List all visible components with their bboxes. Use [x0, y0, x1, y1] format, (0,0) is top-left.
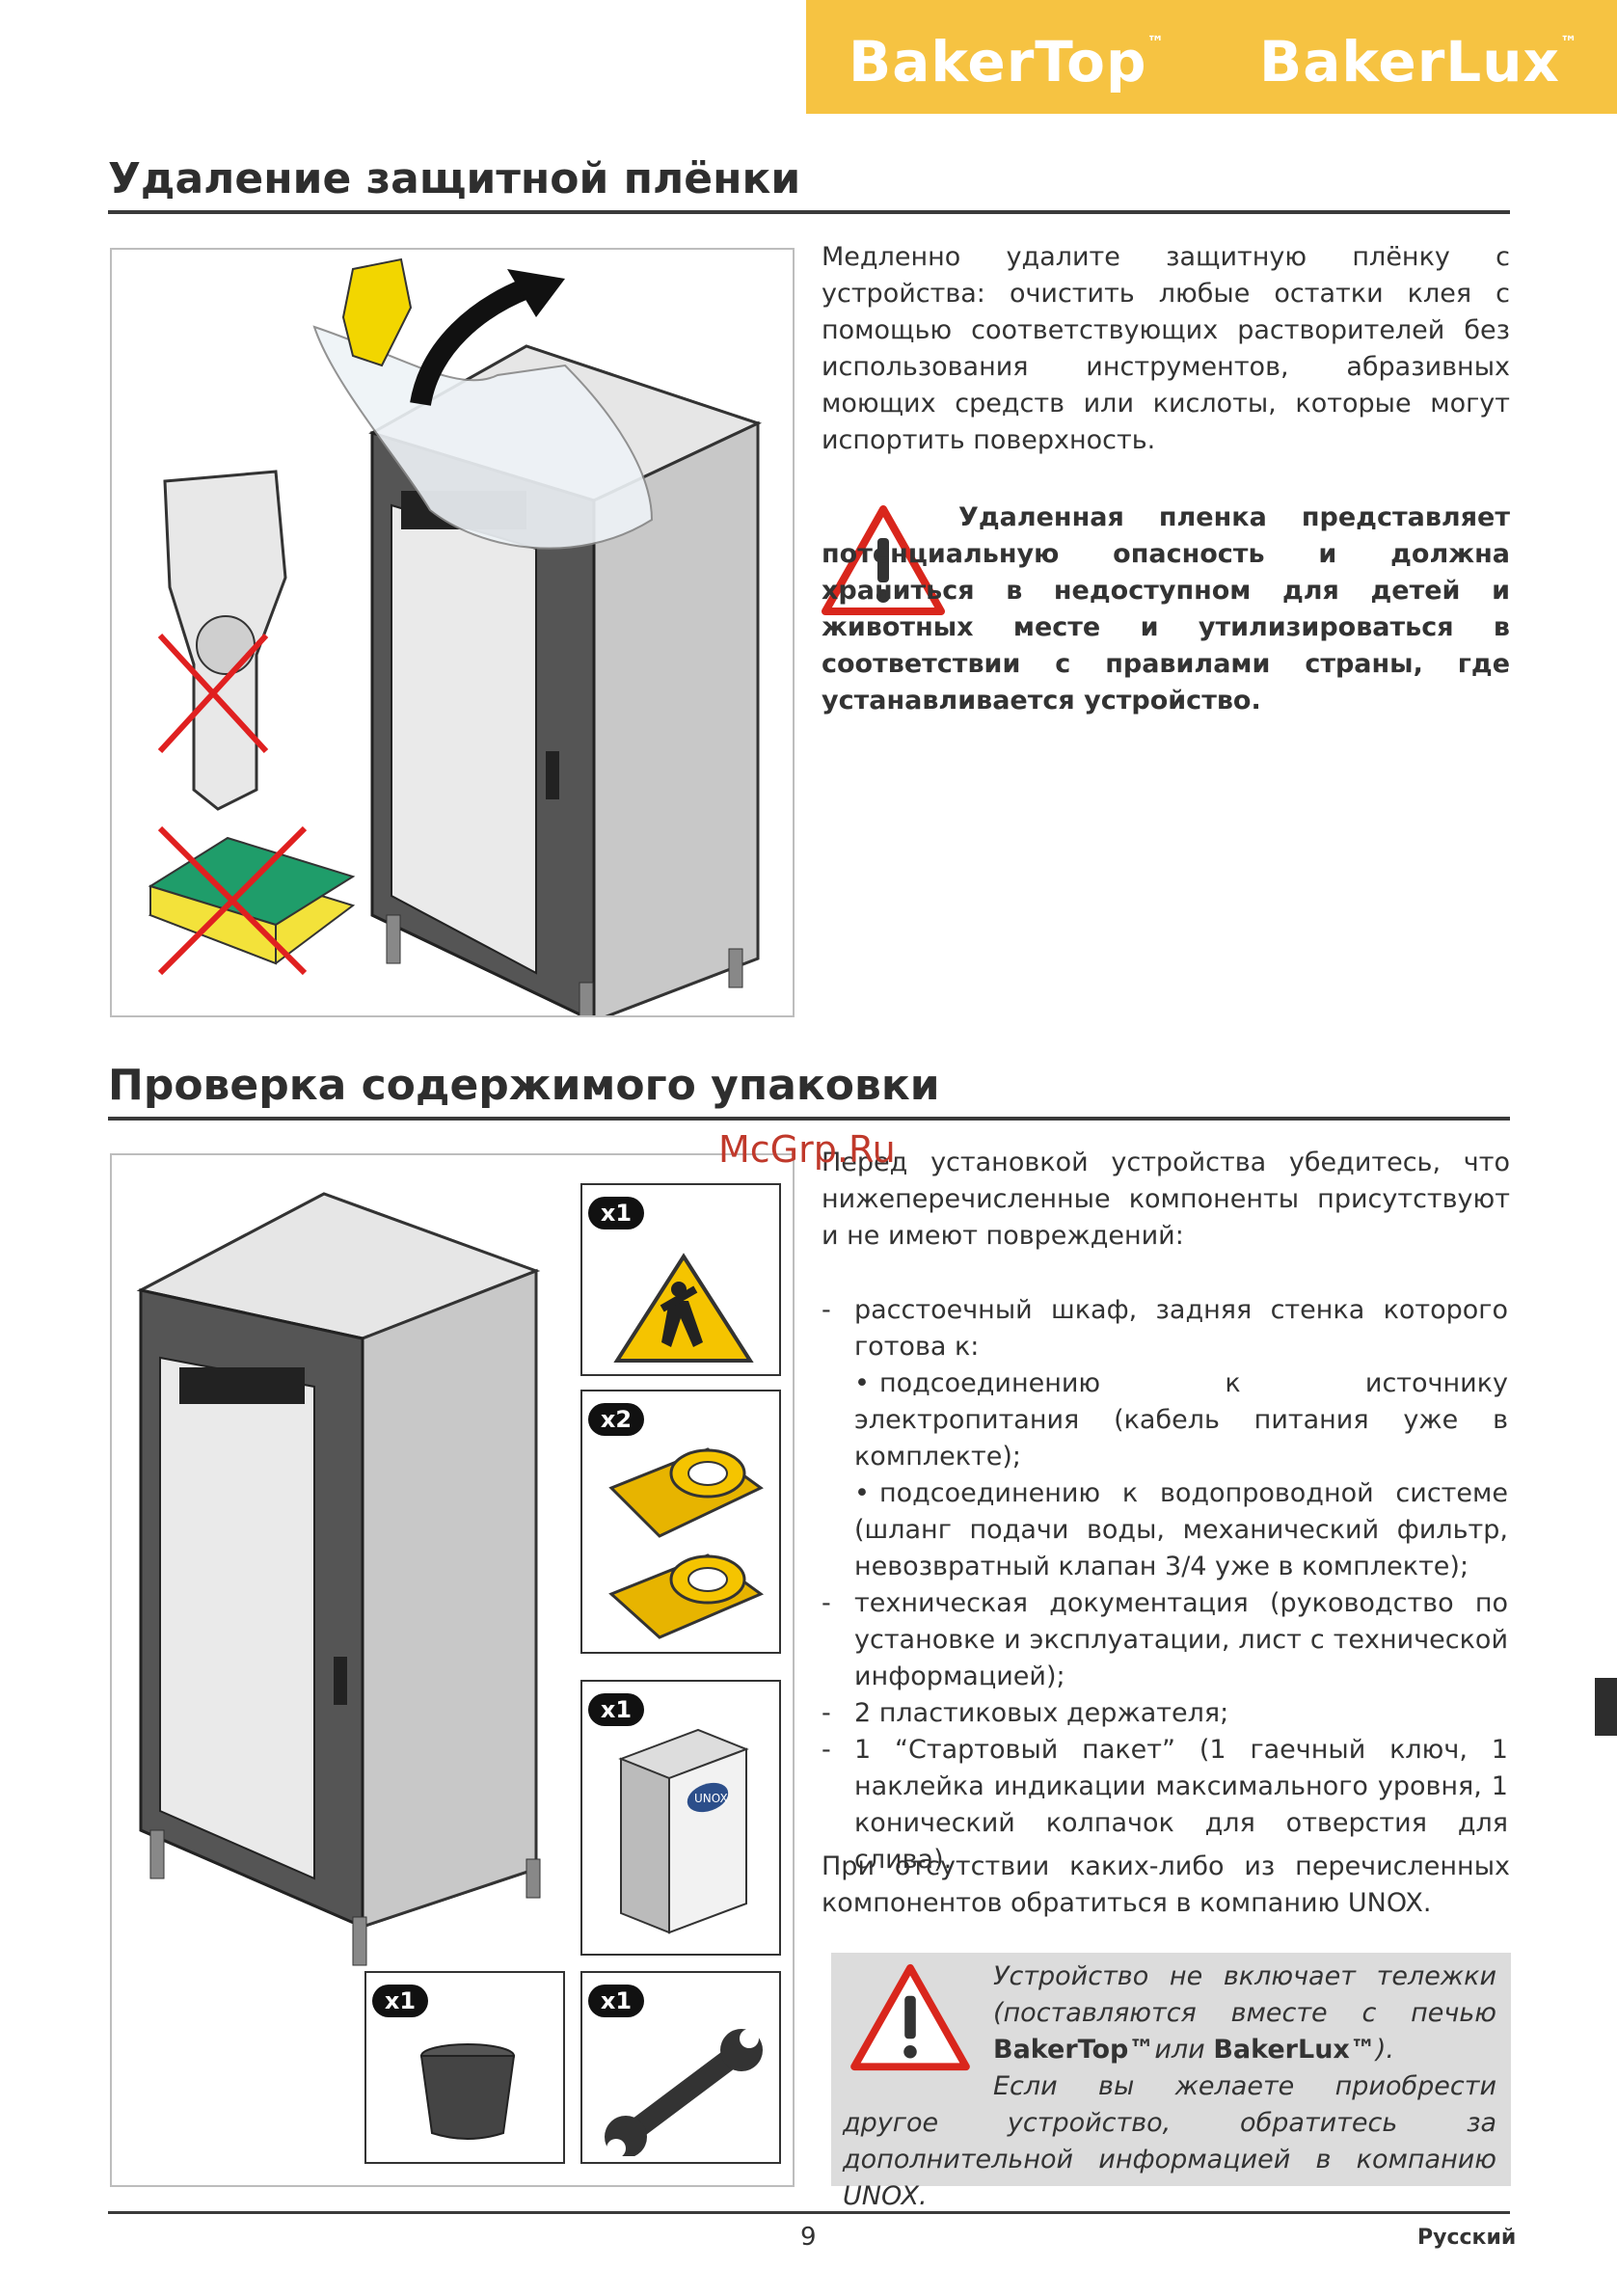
caution-person-icon — [613, 1253, 754, 1363]
oven-film-removal-image — [148, 257, 763, 1032]
section-title-film-removal: Удаление защитной плёнки — [108, 154, 801, 203]
list-item: -1 “Стартовый пакет” (1 гаечный ключ, 1 … — [822, 1735, 1508, 1875]
list-item: •подсоединению к водопроводной системе (… — [854, 1478, 1508, 1581]
brand-bakertop: BakerTop™ — [849, 29, 1166, 95]
missing-components-paragraph: При отсутствии каких-либо из перечисленн… — [822, 1851, 1510, 1918]
tile-warning-sticker: x1 — [580, 1183, 781, 1376]
side-tab-marker — [1595, 1678, 1617, 1736]
section-title-package-check: Проверка содержимого упаковки — [108, 1061, 940, 1110]
footer-rule — [108, 2211, 1510, 2214]
brand-header-bar — [806, 0, 1617, 114]
trolley-note-line2: Если вы желаете приобрести другое устрой… — [843, 2071, 1496, 2211]
conical-cap-icon — [419, 2043, 516, 2140]
manual-book-icon: UNOX — [618, 1728, 749, 1934]
list-item: -расстоечный шкаф, задняя стенка которог… — [822, 1295, 1508, 1362]
quantity-badge: x1 — [372, 1985, 428, 2017]
film-warning-text: Удаленная пленка представляет потенциаль… — [822, 502, 1510, 716]
tile-drain-cap: x1 — [364, 1971, 565, 2164]
watermark: McGrp.Ru — [718, 1128, 896, 1171]
section-rule — [108, 210, 1510, 214]
package-contents-list: -расстоечный шкаф, задняя стенка которог… — [822, 1292, 1508, 1878]
quantity-badge: x1 — [588, 1197, 644, 1229]
plastic-holder-icon — [608, 1447, 765, 1639]
tile-plastic-holders: x2 — [580, 1390, 781, 1654]
warning-triangle-icon — [850, 1963, 970, 2071]
quantity-badge: x1 — [588, 1985, 644, 2017]
page-number: 9 — [800, 2223, 817, 2252]
trolley-note-line1: Устройство не включает тележки (поставля… — [993, 1961, 1496, 2065]
package-intro-paragraph: Перед установкой устройства убедитесь, ч… — [822, 1148, 1510, 1251]
film-removal-paragraph: Медленно удалите защитную плёнку с устро… — [822, 242, 1510, 455]
list-item: •подсоединению к источнику электропитани… — [854, 1368, 1508, 1472]
wrench-icon — [605, 2029, 763, 2156]
list-item: -техническая документация (руководство п… — [822, 1588, 1508, 1691]
film-removal-illustration — [110, 248, 795, 1032]
manual-logo-text: UNOX — [694, 1792, 728, 1805]
tile-wrench: x1 — [580, 1971, 781, 2164]
quantity-badge: x2 — [588, 1403, 644, 1436]
list-item: -2 пластиковых держателя; — [822, 1698, 1229, 1728]
warning-triangle-icon — [822, 505, 945, 615]
section-rule — [108, 1117, 1510, 1121]
footer-language: Русский — [1417, 2226, 1517, 2250]
tile-documentation: x1 UNOX — [580, 1680, 781, 1956]
brand-bakerlux: BakerLux™ — [1259, 29, 1578, 95]
quantity-badge: x1 — [588, 1693, 644, 1726]
oven-package-image — [136, 1192, 541, 1966]
